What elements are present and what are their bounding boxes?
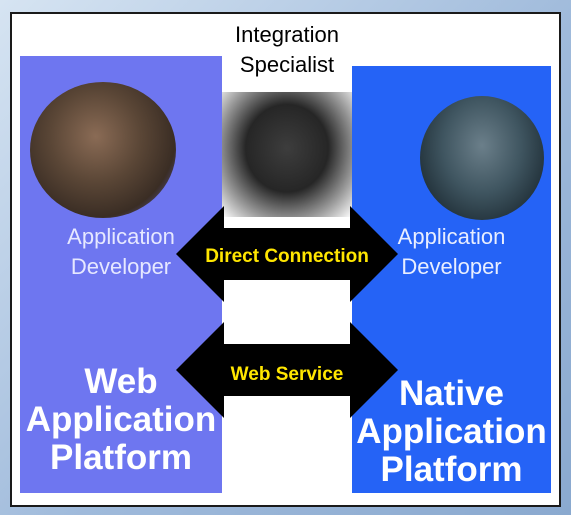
native-application-platform-label: Native Application Platform	[352, 375, 551, 489]
direct-connection-arrow	[176, 206, 398, 302]
right-platform-line1: Native	[398, 374, 505, 413]
integration-specialist-line1: Integration	[235, 22, 339, 47]
web-application-platform-label: Web Application Platform	[20, 363, 222, 477]
left-platform-line2: Application	[25, 400, 217, 439]
left-role-line1: Application	[67, 224, 175, 249]
web-service-arrow-shape	[176, 322, 398, 418]
left-role-label: Application Developer	[20, 222, 222, 282]
web-service-arrow	[176, 322, 398, 418]
right-role-label: Application Developer	[352, 222, 551, 282]
integration-specialist-photo	[222, 92, 352, 217]
integration-specialist-label: Integration Specialist	[222, 20, 352, 80]
right-role-line1: Application	[397, 224, 506, 249]
direct-connection-arrow-shape	[176, 206, 398, 302]
left-role-line2: Developer	[70, 254, 172, 279]
direct-connection-label: Direct Connection	[205, 246, 369, 267]
right-platform-line2: Application	[356, 412, 547, 451]
right-role-line2: Developer	[401, 254, 502, 279]
left-platform-line3: Platform	[50, 438, 192, 477]
left-developer-photo	[30, 82, 176, 218]
right-developer-photo	[420, 96, 544, 220]
right-platform-line3: Platform	[380, 450, 523, 489]
web-service-label: Web Service	[230, 364, 344, 385]
left-platform-line1: Web	[84, 362, 158, 401]
integration-specialist-line2: Specialist	[239, 52, 335, 77]
